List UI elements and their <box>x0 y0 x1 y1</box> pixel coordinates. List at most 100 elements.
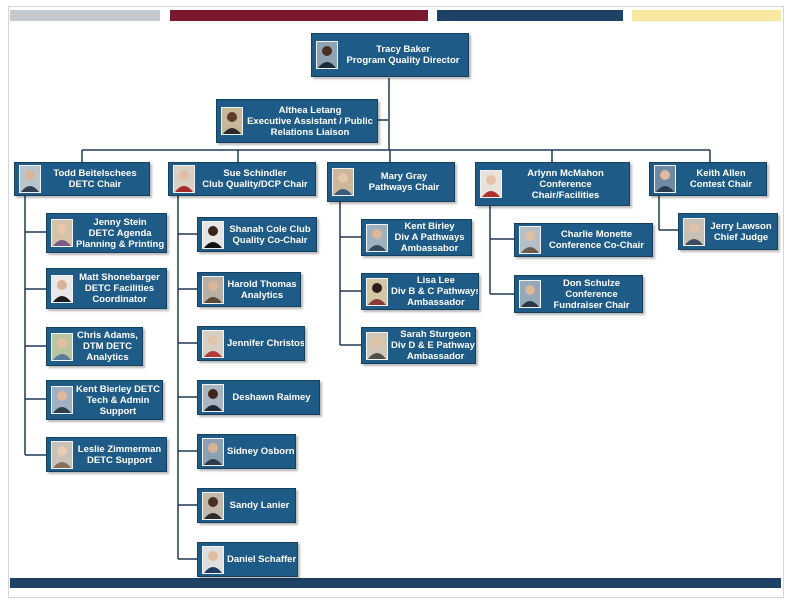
person-photo-icon <box>221 107 243 135</box>
chair-title: Pathways Chair <box>368 182 440 193</box>
assistant-title-1: Executive Assistant / Public <box>247 115 373 127</box>
member-title: Planning & Printing <box>76 238 165 250</box>
member-title: Conference Co-Chair <box>548 240 644 251</box>
member-title: DETC Facilities <box>84 283 155 294</box>
chair-name: Arlynn McMahon <box>527 167 604 179</box>
member-name: Lisa Lee <box>416 275 455 286</box>
member-box: Sidney Osborn <box>197 434 296 469</box>
member-name: Chris Adams, <box>77 330 138 341</box>
person-photo-icon <box>519 226 541 254</box>
person-photo-icon <box>19 165 41 193</box>
member-title: Analytics <box>240 289 284 301</box>
member-title: DETC Support <box>87 454 152 466</box>
header-bar-gold <box>632 10 781 21</box>
member-box: Deshawn Raimey <box>197 380 320 415</box>
chair-title: DETC Chair <box>68 179 122 190</box>
header-bar-maroon <box>170 10 428 21</box>
member-name: Sidney Osborn <box>227 446 295 457</box>
member-title: Tech & Admin <box>86 394 150 406</box>
member-title: Div D & E Pathways <box>391 340 476 351</box>
member-name: Don Schulze <box>562 277 620 289</box>
person-photo-icon <box>202 437 224 466</box>
person-photo-icon <box>202 275 224 304</box>
chair-title-2: Chair/Facilities <box>531 189 600 201</box>
member-title: DETC Agenda <box>88 227 152 239</box>
member-name: Matt Shonebarger <box>79 272 160 283</box>
member-title: Fundraiser Chair <box>553 299 630 311</box>
member-box: Daniel Schaffer <box>197 542 298 577</box>
chair-title: Contest Chair <box>689 179 753 190</box>
member-name: Kent Bierley DETC <box>76 383 160 395</box>
member-name: Daniel Schaffer <box>227 554 297 565</box>
assistant-title-2: Relations Liaison <box>270 126 350 138</box>
person-photo-icon <box>51 332 73 361</box>
member-box: Jennifer Christos <box>197 326 305 361</box>
member-title: Ambassador <box>407 297 465 308</box>
person-photo-icon <box>683 217 705 246</box>
member-name: Jennifer Christos <box>227 338 305 349</box>
header-bar-navy <box>437 10 623 21</box>
member-box: Sandy Lanier <box>197 488 296 523</box>
member-title: Ambassador <box>406 351 465 362</box>
person-photo-icon <box>51 386 73 414</box>
member-title: Support <box>99 405 137 417</box>
person-photo-icon <box>202 491 224 520</box>
person-photo-icon <box>173 165 195 193</box>
member-title: Div A Pathways <box>394 232 465 243</box>
person-photo-icon <box>366 277 388 306</box>
person-photo-icon <box>51 274 73 303</box>
chair-name: Mary Gray <box>380 171 428 182</box>
member-title: Conference <box>565 288 618 300</box>
chair-name: Todd Beitelschees <box>53 168 137 179</box>
chair-title: Club Quality/DCP Chair <box>202 179 308 190</box>
person-photo-icon <box>366 331 388 360</box>
member-name: Jenny Stein <box>93 216 147 228</box>
person-photo-icon <box>202 329 224 358</box>
member-title: Div B & C Pathways <box>391 286 479 297</box>
member-title: Analytics <box>86 352 129 363</box>
person-photo-icon <box>519 280 541 308</box>
person-photo-icon <box>202 383 224 412</box>
person-photo-icon <box>366 223 388 252</box>
member-title: Ambassabor <box>400 243 459 254</box>
chair-name: Keith Allen <box>696 168 746 179</box>
person-photo-icon <box>480 170 502 198</box>
member-title: DTM DETC <box>82 341 133 352</box>
person-photo-icon <box>51 219 73 247</box>
person-photo-icon <box>202 545 224 574</box>
director-name: Tracy Baker <box>376 44 430 55</box>
header-bar-gray <box>10 10 160 21</box>
member-name: Harold Thomas <box>227 278 297 290</box>
member-name: Sarah Sturgeon <box>400 329 471 340</box>
member-title: Quality Co-Chair <box>232 234 308 246</box>
member-name: Sandy Lanier <box>229 500 290 511</box>
member-name: Shanah Cole Club <box>229 223 311 235</box>
assistant-name: Althea Letang <box>278 104 342 116</box>
chair-title-1: Conference <box>539 178 592 190</box>
person-photo-icon <box>332 168 354 196</box>
member-name: Jerry Lawson <box>710 220 772 232</box>
chair-name: Sue Schindler <box>223 168 287 179</box>
footer-bar <box>10 578 781 588</box>
member-title: Coordinator <box>92 294 147 305</box>
